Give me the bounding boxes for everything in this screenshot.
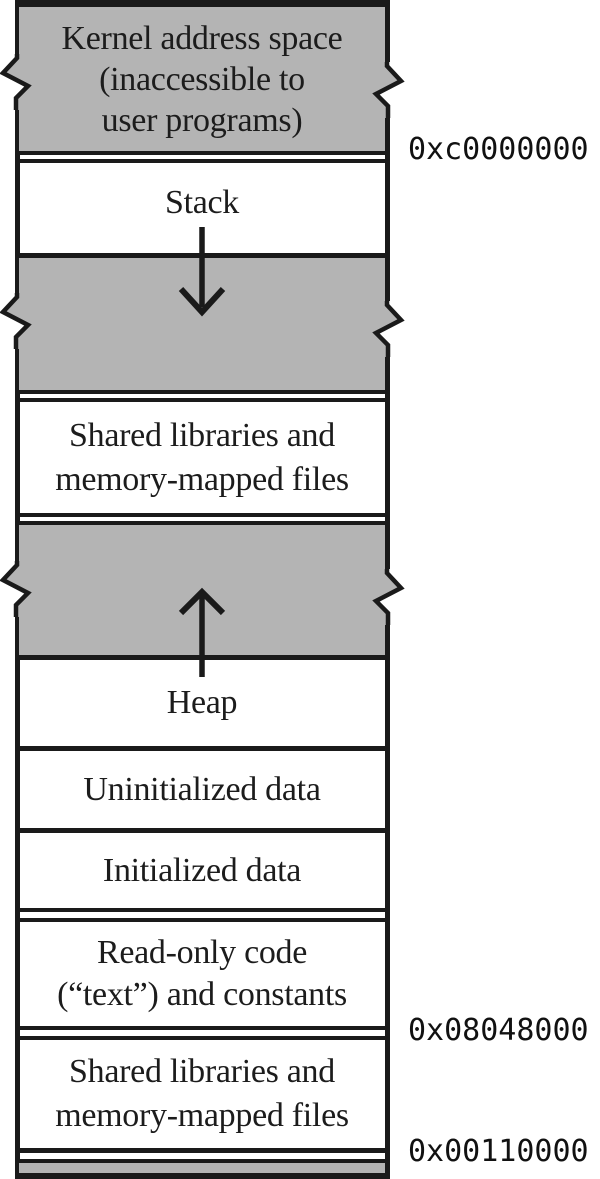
boundary-line — [15, 151, 390, 155]
address-label-kernel-boundary: 0xc0000000 — [408, 132, 589, 167]
region-initialized-data: Initialized data — [19, 833, 385, 908]
boundary-line — [15, 1159, 390, 1163]
boundary-line — [15, 746, 390, 751]
stack-growth-down-arrow-icon — [178, 227, 226, 317]
boundary-line — [15, 908, 390, 912]
region-stack: Stack — [19, 163, 385, 243]
jagged-break-left-icon — [0, 561, 36, 617]
shared-lower-label-line: memory-mapped files — [55, 1097, 349, 1134]
kernel-label-line: (inaccessible to — [99, 60, 305, 98]
shared-upper-label-line: memory-mapped files — [55, 460, 349, 498]
heap-growth-up-arrow-icon — [178, 587, 226, 677]
boundary-line — [15, 1036, 390, 1040]
boundary-line — [15, 828, 390, 833]
jagged-break-right-icon — [369, 569, 405, 625]
shared-lower-label-line: Shared libraries and — [69, 1053, 335, 1090]
region-uninitialized-data: Uninitialized data — [19, 751, 385, 828]
uninitialized-data-label: Uninitialized data — [83, 770, 321, 808]
boundary-line — [15, 513, 390, 517]
boundary-line — [15, 1148, 390, 1153]
boundary-line — [15, 918, 390, 922]
boundary-line — [15, 1026, 390, 1030]
address-label-text-start: 0x08048000 — [408, 1013, 589, 1048]
address-label-shared-low: 0x00110000 — [408, 1134, 589, 1169]
region-shared-lower: Shared libraries and memory-mapped files — [19, 1040, 385, 1148]
heap-label: Heap — [166, 684, 238, 721]
region-readonly-code: Read-only code (“text”) and constants — [19, 922, 385, 1026]
column-border-top — [15, 0, 390, 7]
column-border-bottom — [15, 1173, 390, 1179]
readonly-code-label-line: (“text”) and constants — [57, 976, 347, 1013]
region-shared-upper: Shared libraries and memory-mapped files — [19, 402, 385, 513]
region-kernel-fill — [19, 7, 385, 151]
region-bottom-bar-fill — [19, 1163, 385, 1173]
boundary-line — [15, 390, 390, 394]
jagged-break-right-icon — [369, 62, 405, 118]
kernel-label-line: Kernel address space — [61, 19, 343, 57]
boundary-line — [15, 159, 390, 163]
region-kernel: Kernel address space (inaccessible to us… — [19, 7, 385, 151]
kernel-label-line: user programs) — [101, 101, 303, 139]
boundary-line — [15, 398, 390, 402]
readonly-code-label-line: Read-only code — [96, 934, 308, 971]
jagged-break-left-icon — [0, 54, 36, 110]
boundary-line — [15, 521, 390, 525]
jagged-break-right-icon — [369, 301, 405, 357]
shared-upper-label-line: Shared libraries and — [69, 416, 335, 454]
initialized-data-label: Initialized data — [102, 851, 302, 889]
jagged-break-left-icon — [0, 293, 36, 349]
stack-label: Stack — [164, 184, 240, 221]
region-heap: Heap — [19, 660, 385, 746]
